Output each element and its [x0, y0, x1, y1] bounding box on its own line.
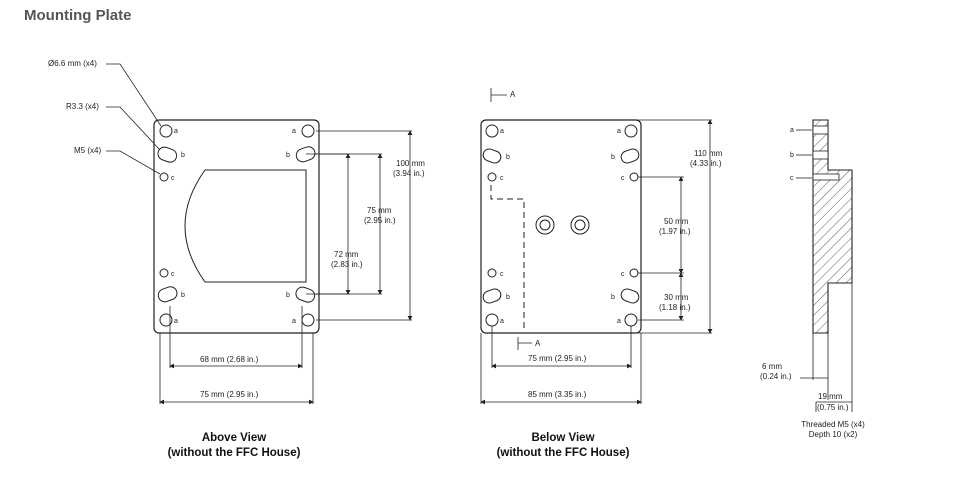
- center-boss-left-outer: [535, 215, 555, 235]
- above-plate-outline: [153, 119, 320, 334]
- above-view-subcaption: (without the FFC House): [168, 447, 301, 459]
- dim-72mm-text: 72 mm: [334, 250, 359, 259]
- above-label-a-bl: a: [174, 318, 178, 325]
- below-slot-b-tr: [620, 148, 640, 164]
- below-label-a-tl: a: [500, 128, 504, 135]
- dim-100mm-in: (3.94 in.): [393, 169, 425, 178]
- center-boss-left-inner: [539, 219, 551, 231]
- side-label-b: b: [790, 152, 794, 159]
- below-hole-a-tl: [485, 124, 499, 138]
- above-label-b-tr: b: [286, 152, 290, 159]
- below-label-a-tr: a: [617, 128, 621, 135]
- above-label-a-br: a: [292, 318, 296, 325]
- side-label-c: c: [790, 175, 794, 182]
- page-title: Mounting Plate: [24, 7, 132, 24]
- callout-c-text: M5 (x4): [74, 146, 101, 155]
- slot-b-top-right: [295, 146, 316, 163]
- dim-110mm-in: (4.33 in.): [690, 159, 722, 168]
- below-label-c-br: c: [621, 271, 625, 278]
- above-cutout: [184, 169, 307, 283]
- section-line: [490, 185, 525, 330]
- below-slot-b-bl: [482, 288, 502, 304]
- dim-19mm-text: 19 mm: [818, 392, 843, 401]
- section-channel-a: [812, 125, 829, 135]
- below-label-c-tl: c: [500, 175, 504, 182]
- below-label-b-bl: b: [506, 294, 510, 301]
- section-a-bottom-label: A: [535, 339, 541, 348]
- center-boss-right-inner: [574, 219, 586, 231]
- side-note-line2: Depth 10 (x2): [809, 430, 858, 439]
- side-note-line1: Threaded M5 (x4): [801, 420, 865, 429]
- below-hole-c-tl: [487, 172, 497, 182]
- above-label-b-tl: b: [181, 152, 185, 159]
- section-view: a b c 6 mm (0.24 in.) 19 mm (0.75 in.) T…: [760, 119, 865, 439]
- below-slot-b-br: [620, 288, 640, 304]
- callout-a-leader: [106, 63, 162, 127]
- below-label-c-tr: c: [621, 175, 625, 182]
- section-channel-b: [812, 150, 829, 160]
- above-label-b-bl: b: [181, 292, 185, 299]
- below-hole-a-tr: [624, 124, 638, 138]
- dim-72mm-in: (2.83 in.): [331, 260, 363, 269]
- dim-50mm-text: 50 mm: [664, 217, 689, 226]
- dim-110mm-text: 110 mm: [694, 149, 723, 158]
- below-label-b-tr: b: [611, 154, 615, 161]
- section-channel-c: [812, 173, 840, 181]
- dim-75mm-text: 75 mm: [367, 206, 392, 215]
- below-hole-c-bl: [487, 268, 497, 278]
- dim-19mm-in: (0.75 in.): [817, 403, 849, 412]
- dim-6mm-in: (0.24 in.): [760, 372, 792, 381]
- below-label-b-br: b: [611, 294, 615, 301]
- callout-a-text: Ø6.6 mm (x4): [48, 59, 97, 68]
- dim-50mm-in: (1.97 in.): [659, 227, 691, 236]
- dim-75mm-below-text: 75 mm (2.95 in.): [528, 354, 587, 363]
- below-plate-outline: [480, 119, 642, 334]
- dim-6mm-text: 6 mm: [762, 362, 782, 371]
- callout-c-leader: [106, 150, 161, 175]
- dim-75mm-in: (2.95 in.): [364, 216, 396, 225]
- hole-a-top-right: [301, 124, 315, 138]
- above-label-b-br: b: [286, 292, 290, 299]
- callout-b-text: R3.3 (x4): [66, 102, 99, 111]
- section-a-bottom-mark: [517, 337, 532, 350]
- below-view-caption: Below View: [531, 432, 594, 444]
- above-view: a b c c b a a b b a Ø6.6 mm (x4) R3.3 (x…: [48, 59, 425, 459]
- above-label-c-bl: c: [171, 271, 175, 278]
- slot-b-bottom-left: [157, 286, 178, 303]
- hole-a-bottom-left: [159, 313, 173, 327]
- above-label-a-tl: a: [174, 128, 178, 135]
- above-view-caption: Above View: [202, 432, 266, 444]
- below-label-c-bl: c: [500, 271, 504, 278]
- below-view: A A a b c c b a a b c c b a: [480, 88, 723, 459]
- hole-a-top-left: [159, 124, 173, 138]
- below-view-subcaption: (without the FFC House): [497, 447, 630, 459]
- below-label-a-bl: a: [500, 318, 504, 325]
- dim-85mm-text: 85 mm (3.35 in.): [528, 390, 587, 399]
- dim-100mm-text: 100 mm: [396, 159, 425, 168]
- below-label-b-tl: b: [506, 154, 510, 161]
- hole-c-top-left: [159, 172, 169, 182]
- dim-75mm-width-text: 75 mm (2.95 in.): [200, 390, 259, 399]
- below-slot-b-tl: [482, 148, 502, 164]
- above-label-a-tr: a: [292, 128, 296, 135]
- dim-68mm-text: 68 mm (2.68 in.): [200, 355, 259, 364]
- slot-b-top-left: [157, 146, 178, 163]
- dim-30mm-text: 30 mm: [664, 293, 689, 302]
- hole-c-bottom-left: [159, 268, 169, 278]
- center-boss-right-outer: [570, 215, 590, 235]
- dim-30mm-in: (1.18 in.): [659, 303, 691, 312]
- above-label-c-tl: c: [171, 175, 175, 182]
- section-a-top-label: A: [510, 90, 516, 99]
- section-a-top-mark: [490, 88, 507, 102]
- side-label-a: a: [790, 127, 794, 134]
- below-label-a-br: a: [617, 318, 621, 325]
- callout-b-leader: [106, 106, 161, 151]
- slot-b-bottom-right: [295, 286, 316, 303]
